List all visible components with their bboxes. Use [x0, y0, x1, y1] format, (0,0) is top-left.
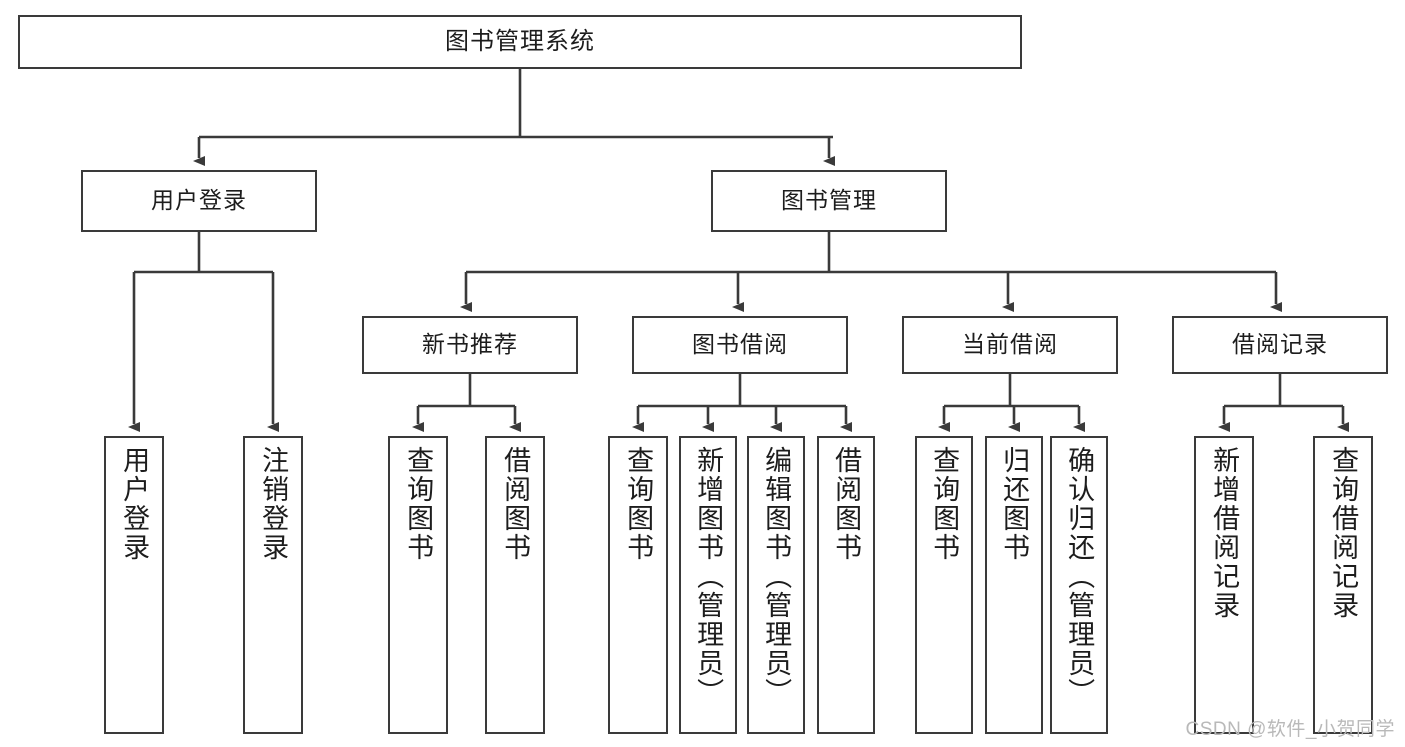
leaf-node[interactable]: 确认归还（管理员） — [1050, 436, 1108, 734]
node-label: 查询图书 — [403, 446, 434, 562]
watermark-csdn: CSDN @软件_小贺同学 — [1185, 719, 1395, 740]
leaf-node[interactable]: 借阅图书 — [817, 436, 875, 734]
leaf-node[interactable]: 查询图书 — [608, 436, 668, 734]
node-current-borrow[interactable]: 当前借阅 — [902, 316, 1118, 374]
node-new-book-recommend[interactable]: 新书推荐 — [362, 316, 578, 374]
leaf-node[interactable]: 借阅图书 — [485, 436, 545, 734]
node-label: 查询图书 — [929, 446, 960, 562]
leaf-node[interactable]: 新增借阅记录 — [1194, 436, 1254, 734]
node-label: 借阅图书 — [831, 446, 862, 562]
node-user-login[interactable]: 用户登录 — [81, 170, 317, 232]
node-label: 新增借阅记录 — [1209, 446, 1240, 620]
node-label: 借阅图书 — [500, 446, 531, 562]
leaf-node[interactable]: 查询借阅记录 — [1313, 436, 1373, 734]
node-label: 归还图书 — [999, 446, 1030, 562]
leaf-node[interactable]: 用户登录 — [104, 436, 164, 734]
node-label: 注销登录 — [258, 446, 289, 562]
node-label: 用户登录 — [119, 446, 150, 562]
leaf-node[interactable]: 编辑图书（管理员） — [747, 436, 805, 734]
node-label: 当前借阅 — [962, 331, 1058, 358]
leaf-node[interactable]: 查询图书 — [915, 436, 973, 734]
node-label: 确认归还（管理员） — [1064, 446, 1095, 707]
node-book-management[interactable]: 图书管理 — [711, 170, 947, 232]
node-label: 编辑图书（管理员） — [761, 446, 792, 707]
node-book-borrow[interactable]: 图书借阅 — [632, 316, 848, 374]
node-label: 图书借阅 — [692, 331, 788, 358]
leaf-node[interactable]: 新增图书（管理员） — [679, 436, 737, 734]
node-label: 图书管理系统 — [445, 27, 595, 55]
node-label: 新书推荐 — [422, 331, 518, 358]
node-label: 图书管理 — [781, 187, 877, 214]
node-label: 新增图书（管理员） — [693, 446, 724, 707]
leaf-node[interactable]: 查询图书 — [388, 436, 448, 734]
leaf-node[interactable]: 归还图书 — [985, 436, 1043, 734]
node-label: 查询借阅记录 — [1328, 446, 1359, 620]
node-label: 查询图书 — [623, 446, 654, 562]
node-label: 借阅记录 — [1232, 331, 1328, 358]
node-root-system[interactable]: 图书管理系统 — [18, 15, 1022, 69]
leaf-node[interactable]: 注销登录 — [243, 436, 303, 734]
node-borrow-record[interactable]: 借阅记录 — [1172, 316, 1388, 374]
node-label: 用户登录 — [151, 187, 247, 214]
